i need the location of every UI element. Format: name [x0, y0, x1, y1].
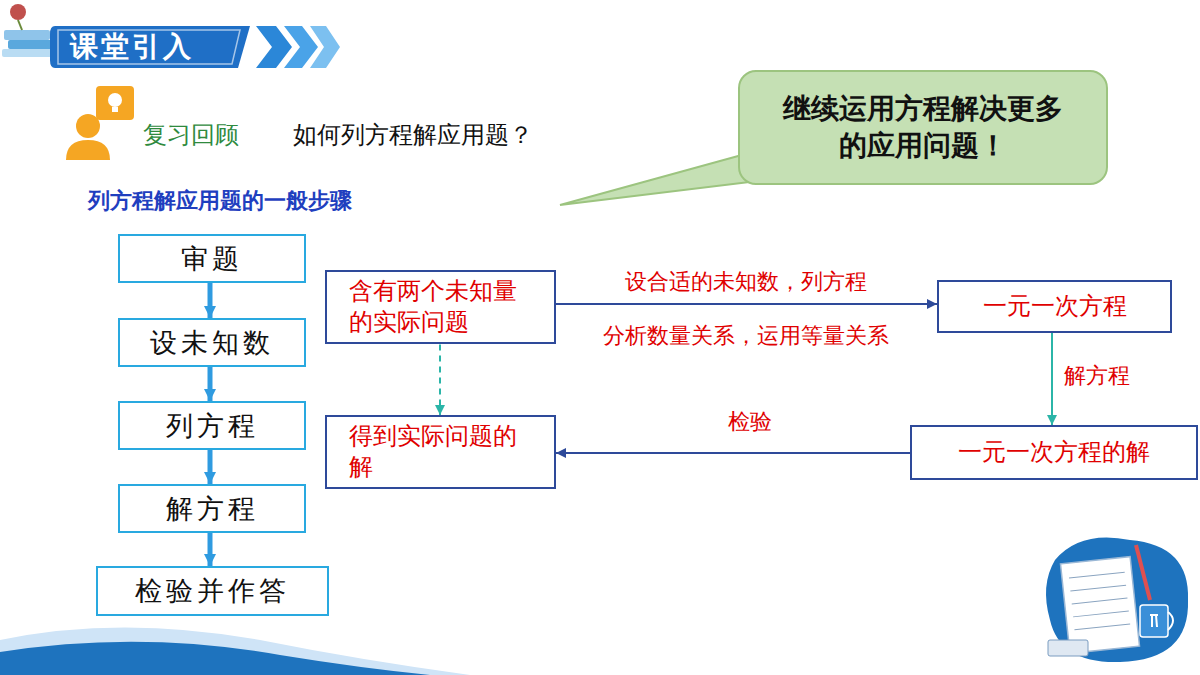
pi-mark	[1156, 615, 1157, 627]
person-icon	[66, 140, 110, 160]
calculator	[1048, 640, 1088, 656]
cup	[1140, 605, 1168, 637]
flower-icon	[10, 4, 26, 20]
edge-label: 设合适的未知数，列方程	[560, 268, 932, 297]
dashed-arrow	[439, 344, 441, 415]
bottom-wave	[0, 642, 430, 675]
bulb-card	[96, 86, 134, 120]
bottom-wave	[0, 628, 470, 675]
node-text: 一元一次方程的解	[924, 437, 1184, 468]
process-box: 一元一次方程的解	[910, 425, 1198, 480]
process-box: 含有两个未知量的实际问题	[325, 270, 556, 344]
step-box: 解方程	[118, 484, 306, 533]
pi-mark	[1151, 615, 1153, 627]
flow-arrow	[208, 283, 213, 318]
flow-arrow	[208, 367, 213, 401]
edge-label: 检验	[700, 408, 800, 437]
chevron	[256, 26, 292, 68]
chevron	[284, 26, 318, 68]
node-text: 检验并作答	[108, 573, 317, 608]
node-text: 列方程	[130, 408, 294, 443]
edge-label: 解方程	[1064, 362, 1164, 391]
book-icon	[4, 30, 50, 40]
cup-handle	[1168, 612, 1173, 630]
node-text: 继续运用方程解决更多的应用问题！	[770, 91, 1076, 164]
flow-arrow	[208, 450, 213, 484]
bulb-icon	[112, 107, 118, 112]
flow-arrow	[208, 533, 213, 566]
node-text: 得到实际问题的解	[349, 421, 532, 483]
node-text: 解方程	[130, 491, 294, 526]
notebook	[1060, 557, 1139, 654]
node-text: 一元一次方程	[951, 291, 1158, 322]
step-box: 设未知数	[118, 318, 306, 367]
speech-bubble: 继续运用方程解决更多的应用问题！	[738, 70, 1108, 185]
flow-arrow	[556, 452, 910, 454]
slide-title: 课堂引入	[70, 27, 194, 67]
chevron	[310, 26, 340, 68]
flow-arrow	[1051, 333, 1053, 425]
book-icon	[2, 49, 52, 57]
pencil	[1136, 545, 1150, 600]
question-text: 如何列方程解应用题？	[293, 120, 533, 151]
title-banner	[50, 26, 250, 68]
edge-note: 分析数量关系，运用等量关系	[560, 322, 932, 351]
node-text: 含有两个未知量的实际问题	[349, 276, 532, 338]
flower-stem	[18, 20, 22, 30]
notebook-lines	[1069, 572, 1130, 630]
illustration-blob	[1046, 538, 1188, 663]
node-text: 设未知数	[130, 325, 294, 360]
steps-heading: 列方程解应用题的一般步骤	[88, 187, 352, 216]
step-box: 审题	[118, 234, 306, 283]
bulb-icon	[108, 93, 122, 107]
node-text: 审题	[130, 241, 294, 276]
process-box: 一元一次方程	[937, 280, 1172, 333]
step-box: 列方程	[118, 401, 306, 450]
book-icon	[8, 40, 52, 49]
section-tag: 复习回顾	[143, 120, 239, 151]
flow-arrow	[556, 303, 937, 305]
step-box: 检验并作答	[96, 566, 329, 616]
process-box: 得到实际问题的解	[325, 415, 556, 489]
